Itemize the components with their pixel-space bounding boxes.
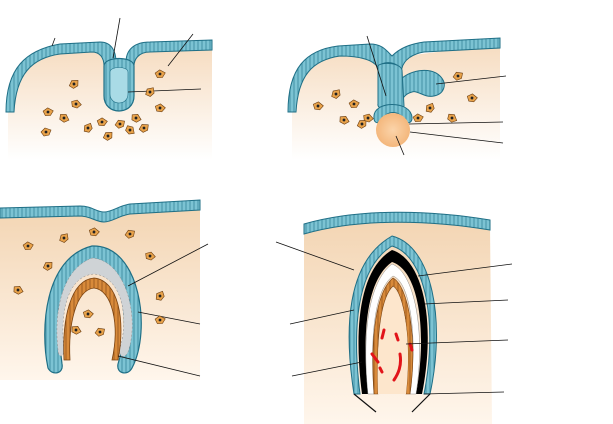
mesenchymal-cell bbox=[447, 113, 458, 123]
leader-line bbox=[395, 135, 405, 156]
leader-line bbox=[291, 361, 363, 377]
mesenchymal-cell bbox=[102, 132, 113, 141]
leader-line bbox=[137, 311, 201, 325]
mesenchymal-cell bbox=[71, 325, 82, 335]
mesenchymal-cell bbox=[155, 290, 165, 301]
mesenchymal-cell bbox=[356, 120, 367, 129]
leader-line bbox=[405, 339, 509, 345]
leader-line bbox=[167, 33, 194, 67]
dental-lamina-stalk bbox=[377, 62, 405, 111]
mesenchymal-cell bbox=[452, 71, 463, 81]
odontoblast-layer bbox=[63, 277, 122, 361]
leader-line bbox=[127, 243, 209, 287]
mesenchymal-cell bbox=[114, 119, 125, 129]
mesenchymal-cell bbox=[312, 101, 324, 111]
mesenchymal-cell bbox=[42, 262, 53, 271]
panel-bell-stage bbox=[0, 199, 209, 380]
odontoblast-layer bbox=[372, 277, 414, 395]
leader-line bbox=[435, 75, 507, 85]
leader-line bbox=[423, 299, 509, 305]
panel-crown-stage bbox=[275, 211, 513, 424]
leader-line bbox=[127, 88, 202, 93]
leader-line bbox=[408, 121, 504, 125]
mesenchymal-cell bbox=[363, 113, 374, 123]
dentin-layer bbox=[365, 263, 420, 395]
mesenchymal-cell bbox=[412, 113, 424, 122]
mesenchymal-cells bbox=[13, 227, 166, 337]
mesenchymal-cell bbox=[145, 87, 155, 97]
leader-line bbox=[423, 391, 505, 395]
panel-cap-stage bbox=[287, 35, 507, 160]
mesenchymal-cell bbox=[145, 251, 156, 261]
mesenchymal-cell bbox=[348, 99, 360, 108]
mesenchymal-cell bbox=[96, 117, 108, 126]
enamel-layer bbox=[358, 250, 428, 394]
mesenchymal-cells bbox=[40, 69, 166, 141]
mesenchymal-cell bbox=[131, 113, 142, 123]
mesenchymal-cell bbox=[154, 69, 166, 78]
dental-papilla bbox=[376, 113, 410, 147]
leader-line bbox=[112, 17, 121, 59]
mesenchymal-cell bbox=[82, 309, 94, 319]
mesenchymal-cell bbox=[59, 114, 70, 123]
mesenchymal-cell bbox=[68, 80, 79, 89]
oral-epithelium bbox=[0, 199, 201, 223]
leader-line bbox=[289, 309, 355, 325]
mesenchymal-cell bbox=[13, 285, 24, 295]
panel-bud-stage bbox=[5, 17, 213, 160]
mesenchymal-cell bbox=[83, 122, 93, 133]
mesenchymal-cell bbox=[339, 115, 350, 125]
mesenchymal-cell bbox=[154, 103, 166, 113]
pulp-blood-vessels bbox=[370, 328, 414, 382]
oral-epithelium bbox=[287, 37, 501, 113]
mesenchymal-cell bbox=[59, 233, 69, 243]
mesenchymal-cells bbox=[312, 71, 478, 129]
mesenchyme-region bbox=[0, 208, 200, 380]
dental-lamina-branch bbox=[397, 69, 445, 106]
mesenchymal-cell bbox=[124, 229, 135, 239]
mesenchymal-cell bbox=[466, 93, 478, 103]
mesenchymal-cell bbox=[138, 124, 149, 133]
leader-line bbox=[51, 37, 56, 47]
mesenchymal-cell bbox=[71, 99, 82, 109]
hertwig-root-sheath bbox=[353, 393, 431, 413]
leader-line bbox=[275, 241, 355, 271]
mesenchymal-cell bbox=[425, 102, 435, 113]
mesenchymal-cell bbox=[125, 125, 135, 135]
leader-line bbox=[366, 35, 387, 97]
mesenchymal-cell bbox=[42, 107, 54, 116]
stellate-reticulum bbox=[56, 257, 133, 357]
leader-line bbox=[117, 355, 201, 377]
mesenchymal-cell bbox=[40, 127, 52, 137]
oral-epithelium bbox=[303, 211, 491, 235]
mesenchymal-cell bbox=[22, 241, 34, 250]
mesenchymal-cell bbox=[88, 227, 100, 237]
mesenchymal-cell bbox=[331, 89, 341, 99]
leader-line bbox=[417, 263, 513, 277]
mesenchymal-cell bbox=[94, 327, 105, 337]
leader-line bbox=[409, 131, 504, 144]
mesenchymal-cell bbox=[154, 315, 166, 324]
tooth-bud-core bbox=[109, 67, 129, 104]
